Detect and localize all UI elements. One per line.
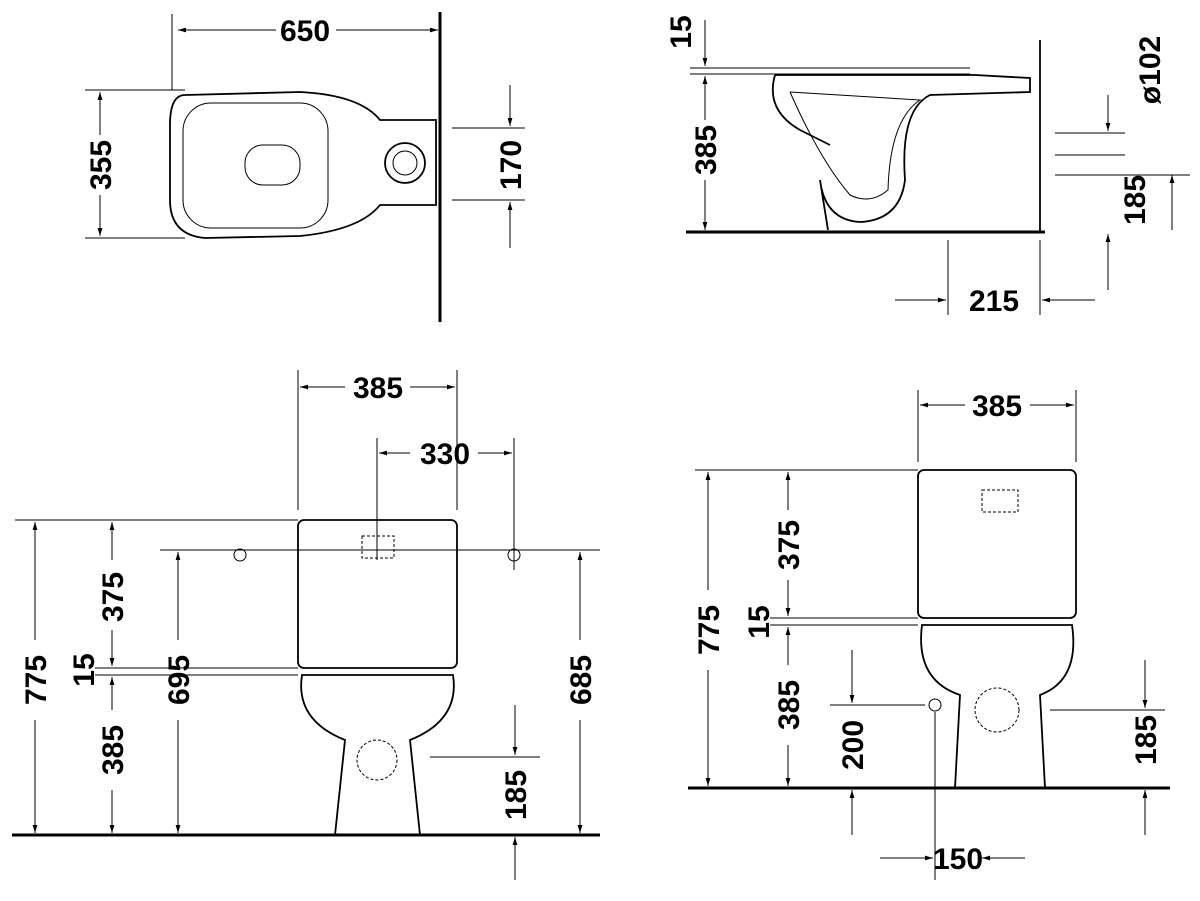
dim-fixing-695: 695 — [163, 655, 196, 705]
dim-gap-15: 15 — [68, 653, 101, 686]
dim-rim-15: 15 — [665, 15, 698, 48]
dim-tank-375: 375 — [97, 572, 130, 622]
seat-opening — [244, 144, 301, 186]
dim-total-775: 775 — [20, 655, 53, 705]
dim-depth-355: 355 — [85, 140, 118, 190]
outlet-circle — [974, 687, 1020, 733]
dim-tank-width-385: 385 — [353, 372, 403, 405]
dim-outlet-185: 185 — [500, 770, 533, 820]
dim-total-775: 775 — [693, 605, 726, 655]
dim-bowl-385: 385 — [97, 725, 130, 775]
dim-gap-15: 15 — [743, 605, 776, 638]
fixing-hole — [233, 548, 247, 562]
bowl-profile — [771, 74, 1031, 231]
dim-outlet-distance-215: 215 — [969, 285, 1019, 318]
bowl-front — [300, 674, 455, 836]
seat-outline — [182, 102, 329, 229]
dim-height-385: 385 — [690, 125, 723, 175]
dim-bowl-385: 385 — [773, 680, 806, 730]
bowl-side — [920, 624, 1075, 789]
dim-fixing-685: 685 — [565, 655, 598, 705]
side-elevation-view: 385 775 375 15 385 200 185 150 — [688, 390, 1170, 880]
dim-fixing-330: 330 — [420, 438, 470, 471]
cistern — [917, 469, 1077, 619]
outlet-circle — [384, 142, 426, 184]
dim-width-650: 650 — [280, 15, 330, 48]
front-view: 385 330 775 375 15 385 695 185 685 — [12, 370, 600, 880]
bowl-outline — [169, 91, 437, 239]
flush-button — [361, 535, 395, 559]
dim-outlet-diameter: ø102 — [1134, 36, 1167, 104]
supply-hole — [928, 698, 942, 712]
outlet-inner — [392, 150, 418, 176]
dim-outlet-height-185: 185 — [1119, 175, 1152, 225]
dim-offset-150: 150 — [933, 843, 983, 876]
dim-outlet-185: 185 — [1130, 715, 1163, 765]
dim-supply-200: 200 — [837, 720, 870, 770]
flush-button — [981, 489, 1019, 513]
side-section-view: 15 385 ø102 185 215 — [665, 15, 1190, 318]
dim-tank-width-385: 385 — [972, 390, 1022, 423]
top-view: 650 355 170 — [85, 12, 528, 322]
dim-outlet-170: 170 — [495, 140, 528, 190]
bowl-inner — [789, 91, 922, 200]
outlet-circle — [356, 739, 398, 781]
dim-tank-375: 375 — [773, 520, 806, 570]
